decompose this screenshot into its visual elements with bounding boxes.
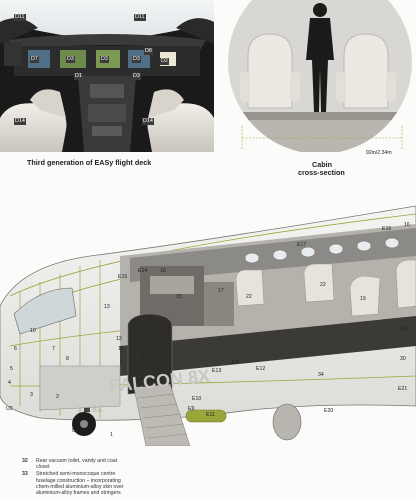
callout-6: 6 <box>14 346 17 352</box>
callout-9: 9 <box>142 352 145 358</box>
callout-16b: 16 <box>404 222 410 228</box>
cabin-illustration <box>228 0 412 154</box>
label-d8: D8 <box>144 48 153 55</box>
label-d14-right: D14 <box>142 118 154 125</box>
label-d3-b: D3 <box>100 56 109 63</box>
fuselage-cutaway: FALCON 8X E17 E16 E15 E14 16 16 17 15 22… <box>0 196 416 447</box>
label-d2: D2 <box>160 58 169 65</box>
callout-5: 5 <box>10 366 13 372</box>
label-d11-left: D11 <box>14 14 26 21</box>
callout-e15: E15 <box>118 274 128 280</box>
cockpit-caption: Third generation of EASy flight deck <box>27 158 152 167</box>
legend-item-text: Stretched semi-monocoque centre fuselage… <box>36 471 124 497</box>
callout-u2: U2 <box>6 406 13 412</box>
legend-item: 33 Stretched semi-monocoque centre fusel… <box>22 471 132 496</box>
cockpit-photo: D11 D11 D7 D3 D3 D3 D8 D2 D1 D3 D14 D14 <box>0 0 214 152</box>
callout-e12: E12 <box>256 366 266 372</box>
callout-e11: E11 <box>206 412 215 418</box>
fuselage-illustration: FALCON 8X <box>0 205 416 447</box>
label-d3-d: D3 <box>132 73 141 80</box>
callout-22b: 22 <box>320 282 326 288</box>
legend-item-number: 33 <box>22 471 28 478</box>
legend: 32 Rear vacuum toilet, vanity and coat c… <box>22 458 132 496</box>
callout-12: 12 <box>116 336 122 342</box>
callout-2: 2 <box>56 394 59 400</box>
callout-e10: E10 <box>192 396 202 402</box>
callout-10: 10 <box>30 328 36 334</box>
callout-30: 30 <box>400 356 406 362</box>
cabin-cross-section <box>226 0 416 154</box>
label-d1: D1 <box>74 73 83 80</box>
callout-u1: U1 <box>72 428 79 434</box>
cabin-dimension: 92in/2.34m <box>366 150 392 156</box>
callout-34: 34 <box>318 372 324 378</box>
callout-4: 4 <box>8 380 11 386</box>
callout-19: 19 <box>360 296 366 302</box>
callout-11: 11 <box>118 346 124 352</box>
label-d14-left: D14 <box>14 118 26 125</box>
cockpit-illustration <box>0 0 214 152</box>
callout-1: 1 <box>110 432 113 438</box>
callout-17: 17 <box>218 288 224 294</box>
callout-e14: E14 <box>138 268 148 274</box>
callout-8: 8 <box>66 356 69 362</box>
cabin-caption-line1: Cabin <box>312 160 332 169</box>
label-d11-right: D11 <box>134 14 146 21</box>
callout-3: 3 <box>30 392 33 398</box>
legend-item-number: 32 <box>22 458 28 464</box>
callout-e22: E22 <box>400 326 410 332</box>
callout-e17: E17 <box>297 242 307 248</box>
callout-e16: E16 <box>382 226 392 232</box>
callout-e9: E9 <box>188 406 195 412</box>
legend-item: 32 Rear vacuum toilet, vanity and coat c… <box>22 458 132 470</box>
callout-7: 7 <box>52 346 55 352</box>
cabin-caption-line2: cross-section <box>298 168 345 177</box>
callout-e20: E20 <box>324 408 334 414</box>
callout-e21: E21 <box>398 386 408 392</box>
legend-item-text: Rear vacuum toilet, vanity and coat clos… <box>36 458 118 471</box>
callout-e13: E13 <box>212 368 222 374</box>
callout-15: 15 <box>176 294 182 300</box>
callout-8x: 8X <box>92 404 104 414</box>
callout-e4: E4 <box>232 360 239 366</box>
callout-13: 13 <box>104 304 110 310</box>
label-d3-c: D3 <box>132 56 141 63</box>
label-d3-a: D3 <box>66 56 75 63</box>
label-d7: D7 <box>30 56 39 63</box>
callout-22: 22 <box>246 294 252 300</box>
callout-16: 16 <box>160 268 166 274</box>
